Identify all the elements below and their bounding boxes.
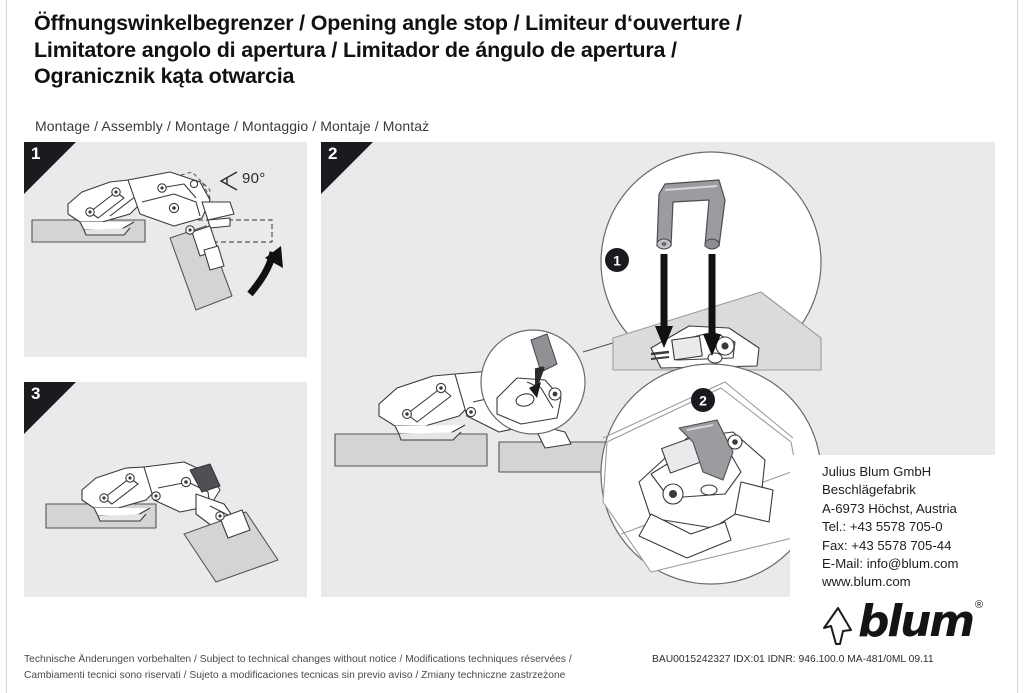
left-border-rule bbox=[6, 0, 7, 693]
insertion-arrows bbox=[655, 254, 721, 356]
company-fax: Fax: +43 5578 705-44 bbox=[822, 537, 952, 553]
company-location: A-6973 Höchst, Austria bbox=[822, 500, 957, 516]
step-number-3: 3 bbox=[31, 384, 41, 403]
right-border-rule bbox=[1017, 0, 1018, 693]
page-title-line-3: Ogranicznik kąta otwarcia bbox=[34, 64, 295, 88]
footer-document-code: BAU0015242327 IDX:01 IDNR: 946.100.0 MA-… bbox=[652, 654, 934, 665]
detail-circle-1: 1 bbox=[600, 151, 822, 373]
step-badge-2: 2 bbox=[321, 142, 373, 194]
panel-2-illustration: 1 bbox=[334, 151, 822, 585]
step-badge-3: 3 bbox=[24, 382, 76, 434]
angle-stop-clip-part bbox=[656, 179, 726, 250]
blum-logo: blum ® bbox=[818, 596, 998, 647]
company-address: Julius Blum GmbH Beschlägefabrik A-6973 … bbox=[822, 463, 959, 592]
page-title: Öffnungswinkelbegrenzer / Opening angle … bbox=[34, 10, 914, 90]
rotation-arrow-icon bbox=[247, 246, 283, 297]
page-subtitle: Montage / Assembly / Montage / Montaggio… bbox=[35, 118, 430, 134]
company-phone: Tel.: +43 5578 705-0 bbox=[822, 519, 943, 535]
company-division: Beschlägefabrik bbox=[822, 482, 916, 498]
angle-annotation-1: 90° bbox=[242, 170, 266, 187]
company-name: Julius Blum GmbH bbox=[822, 464, 932, 479]
step-panel-1: 90° 1 bbox=[24, 142, 307, 357]
step-badge-triangle-3 bbox=[24, 382, 76, 434]
footer-disclaimer-line-1: Technische Änderungen vorbehalten / Subj… bbox=[24, 654, 572, 665]
registered-trademark-symbol: ® bbox=[975, 599, 984, 611]
detail-circle-2: 2 bbox=[600, 363, 822, 585]
panel-1-illustration bbox=[31, 171, 283, 311]
magnifier-circle-small bbox=[480, 329, 586, 435]
footer-disclaimer: Technische Änderungen vorbehalten / Subj… bbox=[24, 652, 644, 683]
company-email: E-Mail: info@blum.com bbox=[822, 556, 959, 572]
step-badge-triangle-2 bbox=[321, 142, 373, 194]
company-website: www.blum.com bbox=[822, 574, 911, 590]
panel-3-illustration bbox=[45, 461, 279, 583]
page-title-line-2: Limitatore angolo di apertura / Limitado… bbox=[34, 37, 677, 62]
panel-2-notch bbox=[790, 455, 996, 598]
callout-number-2: 2 bbox=[699, 393, 707, 409]
step-panel-3: 3 bbox=[24, 382, 307, 597]
angle-symbol-icon bbox=[219, 171, 238, 191]
callout-number-1: 1 bbox=[613, 253, 621, 269]
step-number-2: 2 bbox=[328, 144, 338, 163]
footer-disclaimer-line-2: Cambiamenti tecnici sono riservati / Suj… bbox=[24, 669, 566, 681]
page-title-line-1: Öffnungswinkelbegrenzer / Opening angle … bbox=[34, 11, 742, 35]
blum-wordmark: blum bbox=[858, 596, 975, 647]
callout-marker-2: 2 bbox=[691, 388, 715, 412]
up-arrow-icon bbox=[823, 607, 852, 645]
callout-marker-1: 1 bbox=[605, 248, 629, 272]
step-badge-1: 1 bbox=[24, 142, 76, 194]
step-number-1: 1 bbox=[31, 144, 41, 163]
step-badge-triangle-1 bbox=[24, 142, 76, 194]
